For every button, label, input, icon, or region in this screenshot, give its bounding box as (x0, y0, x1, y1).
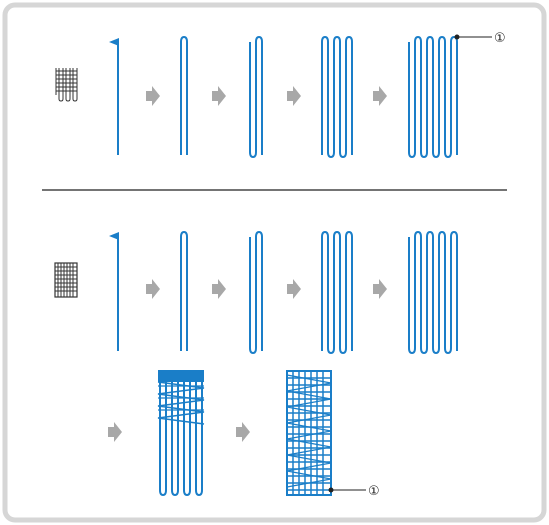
step-arrow-icon (373, 86, 387, 106)
darning-pattern-grid-icon (54, 262, 78, 298)
double-loop-stitch (249, 230, 263, 355)
double-loop-stitch (249, 35, 263, 159)
step-arrow-icon (212, 86, 226, 106)
triple-loop-stitch (321, 230, 353, 355)
bottom-section: ① (54, 230, 458, 499)
top-section: ① (55, 31, 506, 159)
completed-darning-patch (286, 370, 332, 496)
quadruple-loop-stitch (408, 35, 458, 159)
step-arrow-icon (287, 279, 301, 299)
callout-marker-top: ① (454, 31, 506, 46)
callout-label-bottom: ① (368, 484, 380, 499)
step-arrow-icon (287, 86, 301, 106)
step-arrow-icon (146, 86, 160, 106)
quadruple-loop-stitch (408, 230, 458, 355)
zigzag-over-loops-stitch (157, 370, 205, 497)
step-arrow-icons (146, 86, 387, 106)
step-arrow-icons (108, 279, 387, 442)
callout-marker-bottom: ① (328, 484, 380, 499)
triple-loop-stitch (321, 35, 353, 159)
single-loop-stitch (180, 35, 188, 155)
step-arrow-icon (212, 279, 226, 299)
darning-pattern-outline-icon (55, 68, 78, 102)
step-arrow-icon (236, 422, 250, 442)
single-loop-stitch (180, 230, 188, 351)
step-arrow-icon (146, 279, 160, 299)
callout-label-top: ① (494, 31, 506, 46)
step-arrow-icon (108, 422, 122, 442)
step-arrow-icon (373, 279, 387, 299)
